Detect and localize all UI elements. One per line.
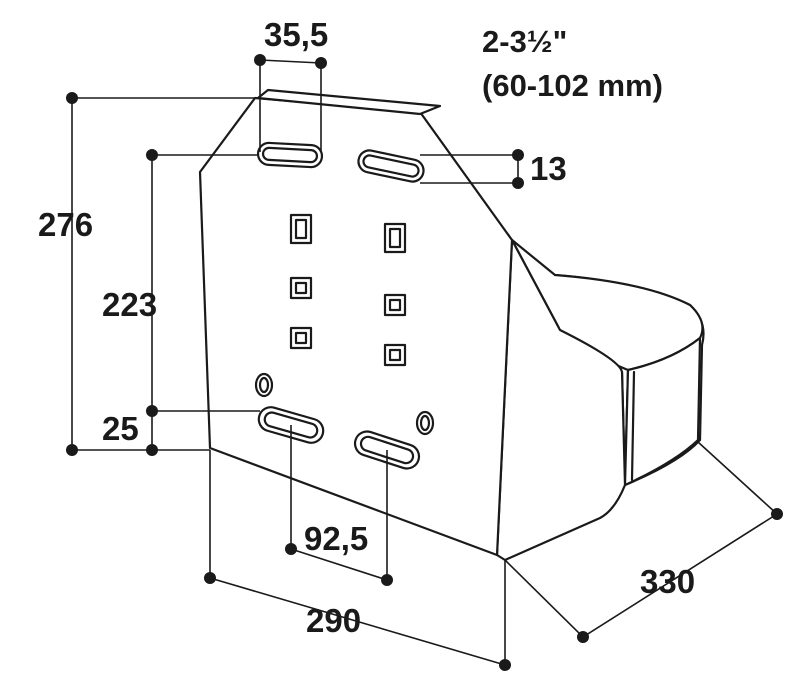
square-hole: [294, 281, 308, 295]
round-hole: [419, 414, 431, 432]
clamp-band-edge: [630, 370, 636, 482]
slot-bottom-left: [257, 406, 325, 444]
dim-bottom-offset: 25: [102, 410, 139, 447]
spec-size-mm: (60-102 mm): [482, 68, 663, 103]
front-plate: [198, 96, 514, 557]
square-hole: [383, 222, 407, 254]
dim-depth: 330: [640, 563, 696, 600]
square-hole: [388, 348, 402, 362]
slot-bottom-right-inner: [359, 435, 415, 465]
slot-top-left-inner: [261, 146, 319, 164]
square-hole: [383, 293, 407, 317]
slot-bottom-left-inner: [263, 411, 319, 439]
spec-size-inches: 2-3½": [482, 24, 568, 59]
square-hole: [294, 331, 308, 345]
dim-slot-center-height: 223: [102, 286, 158, 323]
square-hole: [289, 213, 313, 245]
round-hole: [254, 372, 274, 398]
slot-bottom-right: [353, 430, 421, 470]
round-hole: [415, 410, 435, 436]
square-hole: [294, 218, 308, 240]
dim-slot-spacing-bottom: 92,5: [304, 520, 369, 557]
top-lip: [256, 88, 442, 116]
dim-slot-height: 13: [530, 150, 567, 187]
dimension-dots: [66, 54, 783, 671]
square-hole: [383, 343, 407, 367]
square-hole: [289, 276, 313, 300]
square-hole: [388, 298, 402, 312]
dim-width: 290: [306, 602, 362, 639]
slot-top-right: [357, 149, 425, 183]
slot-top-right-inner: [362, 154, 420, 178]
side-plate: [495, 238, 627, 562]
slot-top-left: [256, 141, 324, 169]
dim-total-height: 276: [38, 206, 94, 243]
round-hole: [258, 376, 270, 394]
dim-slot-spacing-top: 35,5: [264, 16, 329, 53]
square-hole: [388, 227, 402, 249]
square-hole: [289, 326, 313, 350]
clamp-band-face: [623, 336, 702, 487]
